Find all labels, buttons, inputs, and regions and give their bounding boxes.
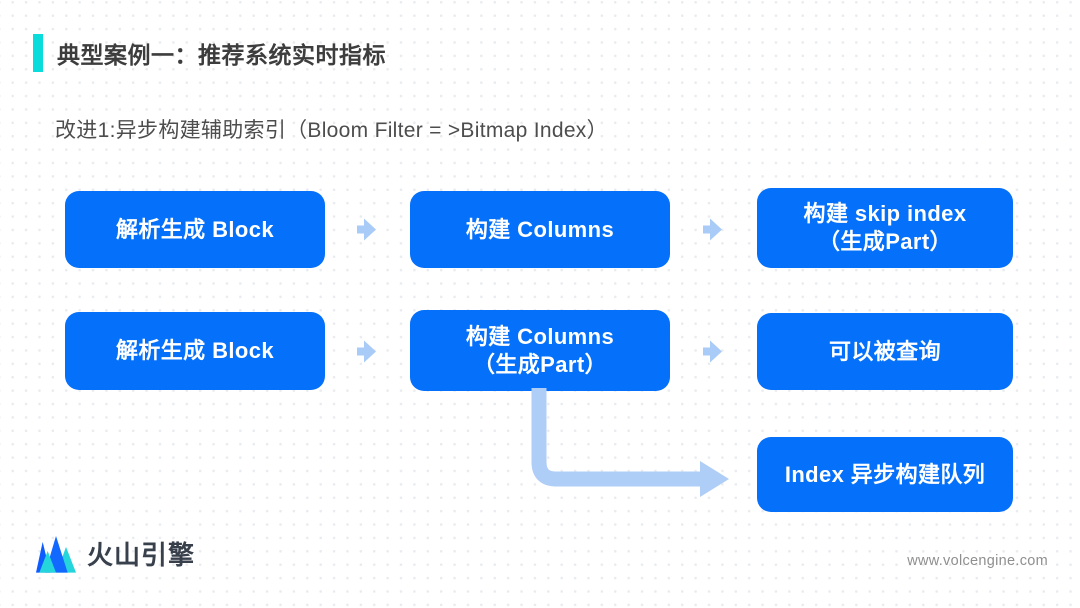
subtitle: 改进1:异步构建辅助索引（Bloom Filter = >Bitmap Inde… (55, 119, 608, 142)
flow-arrow-icon (357, 218, 376, 241)
flow-box-parse-block-1: 解析生成 Block (65, 191, 325, 268)
page-title: 典型案例一：推荐系统实时指标 (57, 42, 386, 68)
flow-box-build-columns-part: 构建 Columns （生成Part） (410, 310, 670, 391)
website-url: www.volcengine.com (907, 553, 1048, 569)
title-accent-bar (33, 34, 43, 72)
flow-arrow-icon (703, 340, 722, 363)
volcengine-logo: 火山引擎 (36, 533, 195, 574)
flow-arrow-icon (357, 340, 376, 363)
flow-arrow-icon (703, 218, 722, 241)
slide-header: 典型案例一：推荐系统实时指标 (33, 34, 386, 72)
flow-box-queryable: 可以被查询 (757, 313, 1013, 390)
logo-text: 火山引擎 (87, 540, 196, 570)
flow-box-build-skip-index: 构建 skip index （生成Part） (757, 188, 1013, 268)
volcengine-logo-icon (36, 536, 76, 573)
flow-box-index-async-queue: Index 异步构建队列 (757, 437, 1013, 512)
flow-box-parse-block-2: 解析生成 Block (65, 312, 325, 390)
flow-box-build-columns: 构建 Columns (410, 191, 670, 268)
elbow-connector-arrow-icon (531, 388, 729, 497)
